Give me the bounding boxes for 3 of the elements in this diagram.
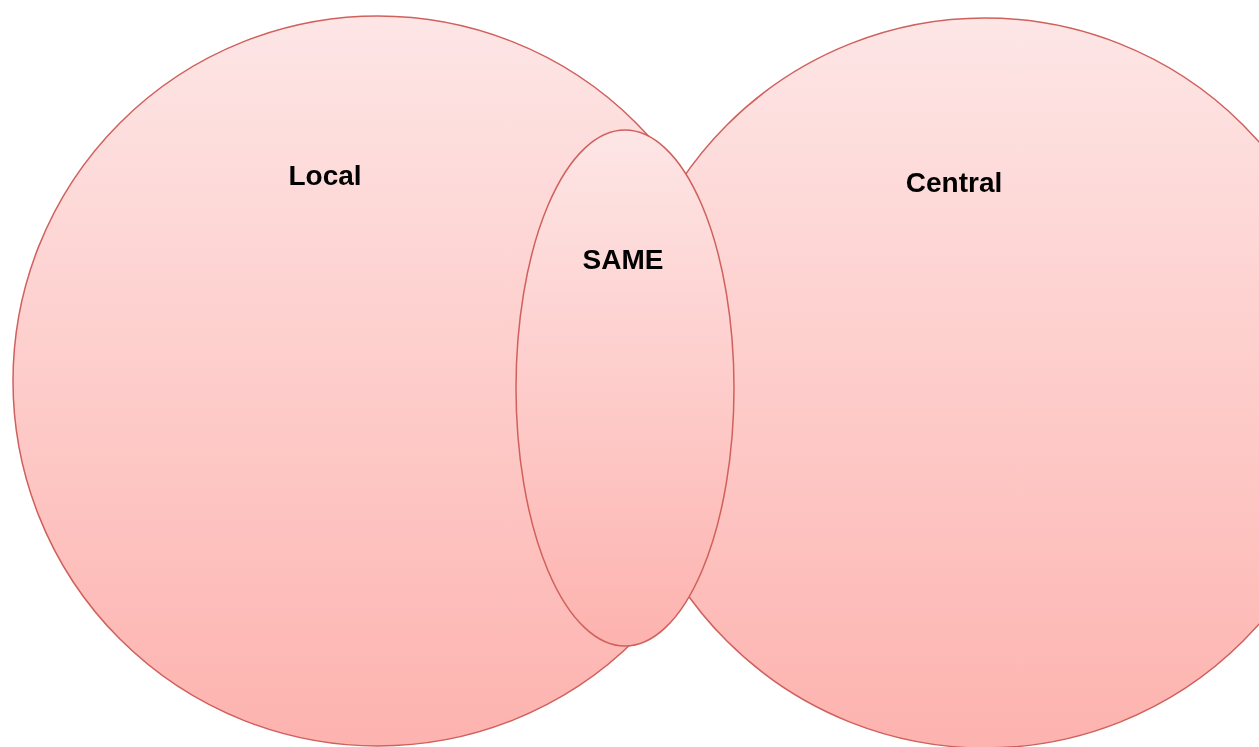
set-label: Local [288, 160, 362, 192]
set-label: SAME [582, 244, 664, 276]
set-label: Central [905, 167, 1003, 199]
